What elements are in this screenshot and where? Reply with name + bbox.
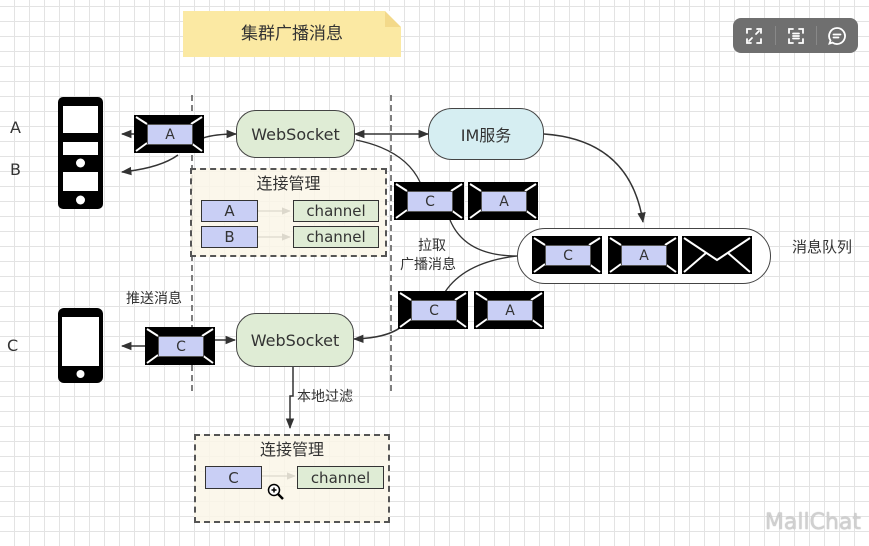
- message-envelope: C: [394, 182, 464, 220]
- message-envelope: A: [134, 115, 204, 153]
- envelope-label: C: [158, 336, 204, 357]
- edge-ws-to-pulled: [355, 139, 421, 183]
- connection-mgmt-panel-top: 连接管理 A channel B channel: [190, 168, 387, 257]
- panel-title: 连接管理: [256, 174, 321, 193]
- client-label-b: B: [10, 160, 21, 179]
- edge-mq-pull-top: [449, 219, 518, 257]
- expand-icon: [745, 27, 762, 44]
- envelope-label: C: [411, 300, 457, 321]
- message-envelope: A: [608, 236, 678, 274]
- conn-channel: channel: [293, 226, 379, 248]
- client-label-c: C: [7, 336, 19, 355]
- scan-text-icon: [787, 27, 804, 44]
- edge-label-filter: 本地过滤: [297, 389, 353, 405]
- title-note: 集群广播消息: [183, 11, 401, 57]
- panel-title: 连接管理: [259, 440, 324, 459]
- message-envelope: C: [398, 291, 468, 329]
- envelope-label: C: [407, 191, 453, 212]
- zoom-in-cursor-icon: [267, 483, 284, 500]
- ocr-button[interactable]: [774, 18, 817, 53]
- comment-button[interactable]: [816, 18, 858, 53]
- envelope-label: A: [487, 300, 533, 321]
- message-queue-label: 消息队列: [792, 238, 853, 256]
- edge-envA-to-clientB: [120, 154, 179, 176]
- edge-mq-pull-bottom: [444, 255, 518, 293]
- conn-key: A: [201, 200, 258, 222]
- comment-icon: [828, 26, 847, 45]
- fullscreen-button[interactable]: [733, 18, 775, 53]
- watermark: MallChat: [764, 510, 861, 535]
- viewer-toolbar: [733, 18, 858, 53]
- message-envelope: C: [145, 327, 215, 365]
- conn-key: B: [201, 226, 258, 248]
- note-fold: [385, 11, 401, 27]
- conn-channel: channel: [297, 466, 384, 489]
- envelope-label: A: [147, 124, 193, 145]
- connection-mgmt-panel-bottom: 连接管理 C channel: [194, 434, 390, 523]
- edge-label-pull-1: 拉取: [418, 238, 446, 254]
- envelope-icon: [682, 236, 752, 274]
- edge-envA-to-websocket: [202, 129, 238, 139]
- desktop-tower-icon: [58, 97, 103, 209]
- im-service-node: IM服务: [428, 108, 544, 160]
- websocket-node-bottom: WebSocket: [236, 313, 354, 367]
- client-label-a: A: [10, 118, 21, 137]
- conn-channel: channel: [293, 200, 379, 222]
- edge-label-push: 推送消息: [126, 291, 182, 307]
- mobile-phone-icon: [58, 308, 103, 383]
- message-envelope: A: [474, 291, 544, 329]
- diagram-title: 集群广播消息: [241, 24, 343, 44]
- edge-websocket-filter: [285, 366, 295, 430]
- message-envelope: A: [468, 182, 538, 220]
- message-queue-node: C A: [517, 228, 771, 284]
- edge-label-pull-2: 广播消息: [400, 257, 456, 273]
- envelope-label: A: [621, 245, 667, 266]
- conn-key: C: [205, 466, 262, 489]
- message-envelope: C: [532, 236, 602, 274]
- envelope-label: A: [481, 191, 527, 212]
- edge-im-to-mq: [543, 133, 646, 224]
- websocket-node-top: WebSocket: [236, 110, 355, 158]
- envelope-label: C: [545, 245, 591, 266]
